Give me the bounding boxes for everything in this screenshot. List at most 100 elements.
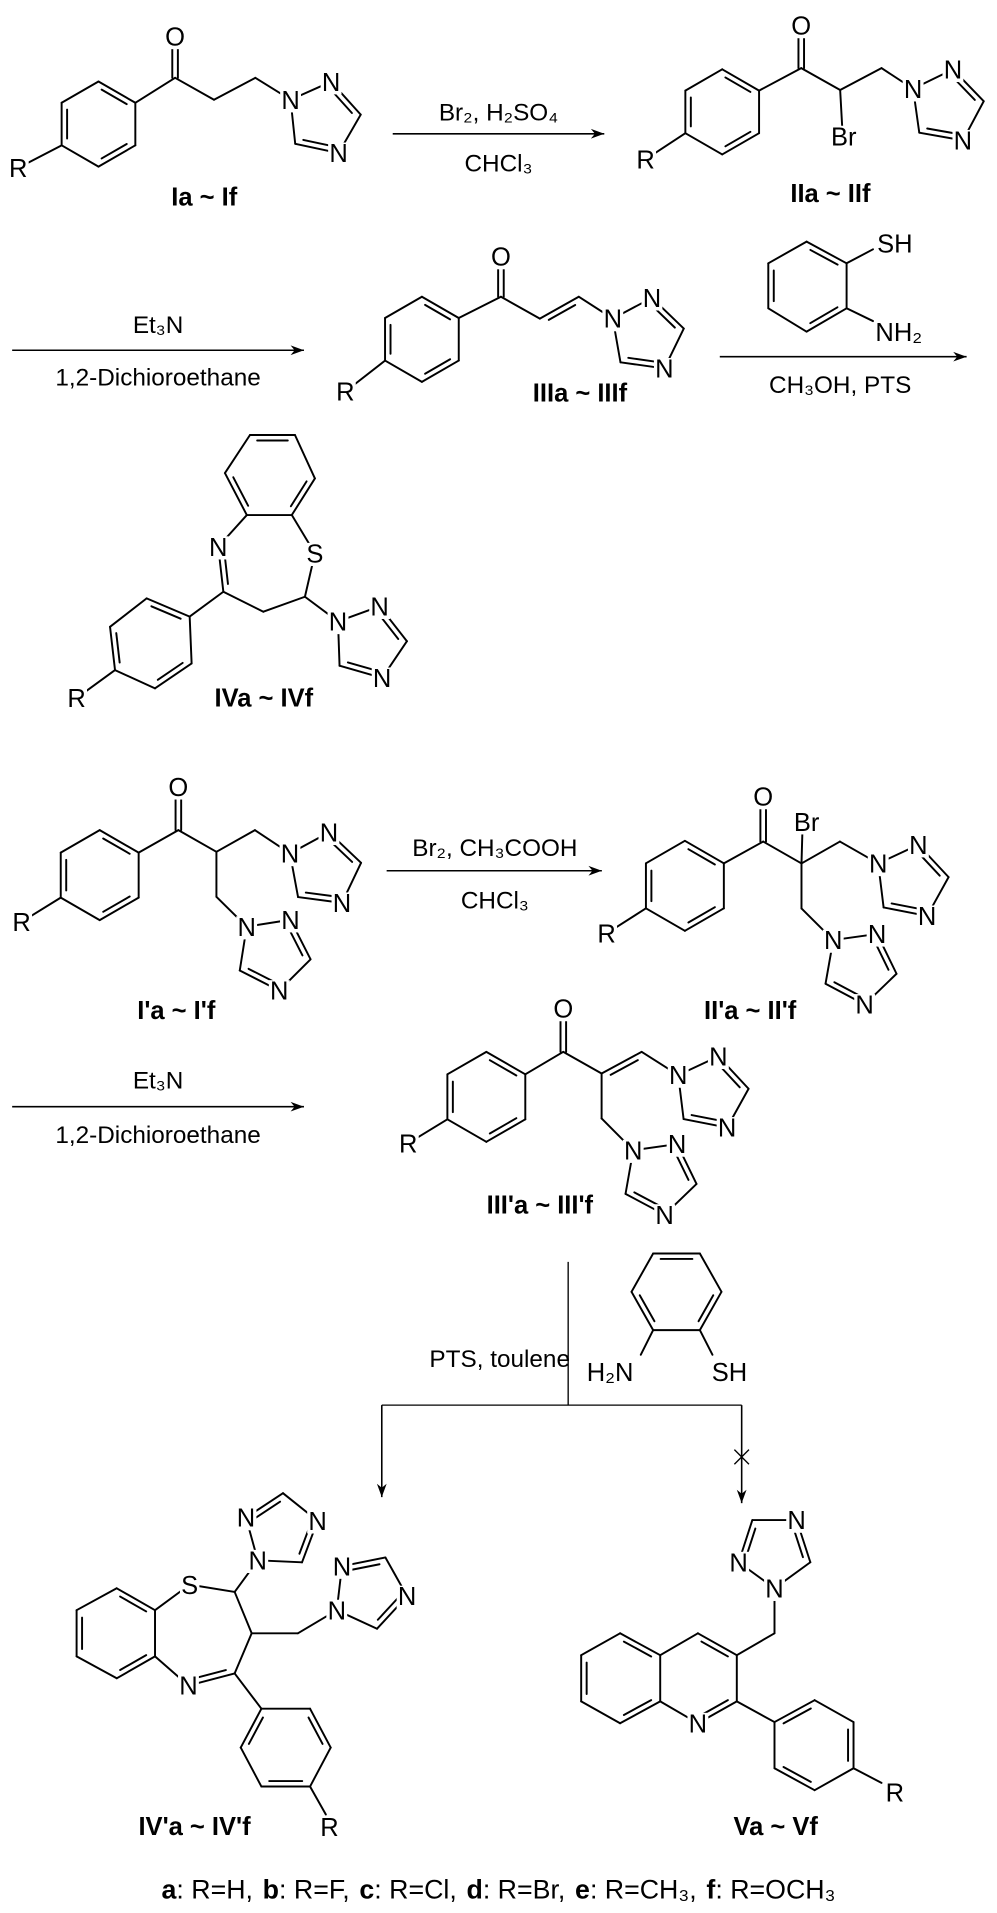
ring-bond: [644, 907, 686, 932]
atom-label-mask: [875, 232, 914, 256]
ring-bond: [109, 597, 148, 628]
triazole-n1: N: [824, 927, 842, 955]
arrowhead: [290, 1101, 304, 1112]
double-bond-inner-line: [697, 1294, 715, 1323]
triazole-n4: N: [918, 903, 936, 931]
double-bond-inner-line: [782, 1766, 812, 1783]
atom-label-mask: [866, 923, 888, 947]
atom-label-mask: [327, 611, 349, 635]
triazole-n1: N: [669, 1062, 687, 1090]
double-bond-inner-line: [687, 906, 716, 924]
single-bond: [839, 67, 883, 91]
double-bond-inner-line: [890, 902, 923, 911]
atom-label-mask: [305, 542, 325, 567]
atom-label-r: R: [399, 1130, 417, 1158]
atom-label-r: R: [9, 155, 27, 183]
triazole-n1: N: [328, 1597, 346, 1625]
triazole-n4: N: [787, 1507, 805, 1535]
atom-label-mask: [952, 129, 974, 154]
atom-label-mask: [622, 1139, 644, 1163]
atom-label-sh: SH: [877, 230, 912, 258]
ring-bond: [114, 669, 156, 690]
atom-label-mask: [790, 15, 813, 39]
atom-label-mask: [728, 1551, 750, 1575]
atom-label-mask: [396, 1585, 418, 1609]
atom-label-mask: [318, 821, 340, 846]
legend-key-e: e: [575, 1874, 590, 1904]
single-bond: [845, 307, 874, 323]
atom-label-mask: [792, 811, 822, 835]
double-bond-inner-line: [488, 1059, 518, 1077]
ring-bond: [773, 1699, 816, 1724]
triazole-n2: N: [729, 1549, 747, 1577]
ring-bond: [721, 132, 761, 156]
atom-label-o: O: [791, 13, 811, 41]
single-bond: [524, 1050, 565, 1076]
atom-label-s: S: [181, 1572, 198, 1600]
double-bond-inner-line: [100, 143, 128, 160]
blocked-cross-icon: [733, 1449, 750, 1465]
atom-label-mask: [874, 321, 924, 345]
double-bond-inner-line: [287, 927, 304, 957]
step1-solvent: CHCl₃: [465, 150, 533, 177]
compound-label-IVprime: IV'a ~ IV'f: [138, 1813, 251, 1841]
atom-label-o: O: [553, 996, 573, 1024]
arrowhead: [290, 345, 304, 356]
double-bond-inner-line: [156, 661, 184, 681]
atom-label-h2n: H₂N: [587, 1359, 634, 1387]
atom-label-mask: [635, 148, 657, 173]
atom-label-mask: [942, 58, 964, 83]
atom-label-mask: [236, 916, 258, 940]
atom-label-mask: [307, 1510, 329, 1534]
single-bond: [222, 590, 265, 613]
double-bond-inner-line: [253, 1500, 282, 1520]
atom-label-mask: [653, 357, 675, 382]
atom-label-mask: [7, 157, 29, 181]
single-bond: [800, 840, 841, 865]
atom-label-mask: [179, 1574, 200, 1598]
ring-bond: [644, 839, 686, 865]
double-bond-inner-line: [100, 88, 128, 106]
single-bond: [309, 1785, 327, 1816]
ring-bond: [60, 80, 100, 104]
atom-label-o: O: [491, 244, 511, 272]
atom-label-mask: [707, 1045, 729, 1070]
atom-label-mask: [654, 1204, 676, 1228]
ring-bond: [98, 896, 140, 922]
atom-label-mask: [884, 1782, 906, 1806]
atom-label-mask: [752, 786, 775, 810]
double-bond-inner-line: [307, 1716, 324, 1745]
legend-key-a: a: [162, 1874, 178, 1904]
single-bond: [758, 67, 803, 92]
atom-label-mask: [764, 1577, 785, 1601]
atom-label-mask: [163, 26, 187, 50]
ring-bond: [446, 1050, 488, 1076]
ring-bond: [293, 434, 316, 480]
bond-layer: [17, 24, 985, 1816]
double-bond-inner-line: [700, 1699, 729, 1716]
single-bond: [188, 590, 225, 618]
double-bond-inner-line: [115, 632, 121, 664]
atom-label-mask: [331, 892, 353, 916]
atom-label-r: R: [886, 1780, 904, 1808]
step4-reagents: Br₂, CH₃COOH: [412, 835, 577, 862]
atom-label-br: Br: [831, 123, 857, 151]
single-bond: [233, 1590, 253, 1635]
triazole-n1: N: [765, 1575, 783, 1603]
ring-bond: [698, 1252, 723, 1293]
double-bond-inner-line: [627, 356, 660, 364]
double-bond-inner-line: [119, 1654, 148, 1672]
ring-bond: [683, 839, 725, 865]
legend-value-e: : R=CH₃,: [590, 1874, 697, 1904]
double-bond-inner-line: [150, 605, 182, 620]
triazole-n2: N: [237, 1505, 255, 1533]
ring-bond: [630, 1252, 655, 1293]
ring-bond: [805, 240, 848, 265]
double-bond-inner-line: [193, 1669, 227, 1680]
single-bond: [262, 595, 306, 613]
ring-bond: [97, 80, 137, 104]
triazole-n2: N: [281, 907, 299, 935]
compound-label-IV: IVa ~ IVf: [215, 685, 314, 713]
ring-bond: [109, 625, 116, 672]
atom-label-mask: [235, 1507, 257, 1531]
